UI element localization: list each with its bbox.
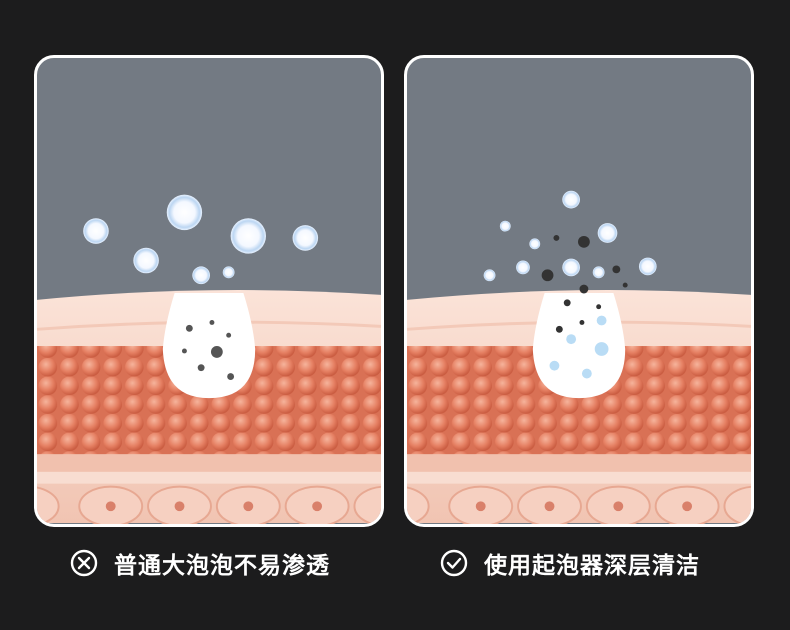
caption-regular-bubbles: 普通大泡泡不易渗透 bbox=[70, 546, 330, 580]
illustration-fine-foam bbox=[407, 190, 751, 524]
pore bbox=[532, 292, 626, 399]
large-bubbles bbox=[83, 194, 319, 285]
pore bbox=[162, 292, 256, 399]
caption-text: 使用起泡器深层清洁 bbox=[484, 553, 700, 579]
caption-text: 普通大泡泡不易渗透 bbox=[114, 553, 330, 579]
panel-regular-bubbles bbox=[34, 55, 384, 527]
panel-foamer-bubbles bbox=[404, 55, 754, 527]
caption-foamer: 使用起泡器深层清洁 bbox=[440, 546, 700, 580]
fine-bubbles bbox=[483, 190, 657, 282]
dirt-particles bbox=[181, 319, 235, 380]
x-circle-icon bbox=[70, 549, 98, 577]
micro-bubbles bbox=[549, 315, 609, 379]
illustration-large-bubbles bbox=[37, 194, 381, 524]
check-circle-icon bbox=[440, 549, 468, 577]
dirt-particles bbox=[541, 234, 628, 333]
